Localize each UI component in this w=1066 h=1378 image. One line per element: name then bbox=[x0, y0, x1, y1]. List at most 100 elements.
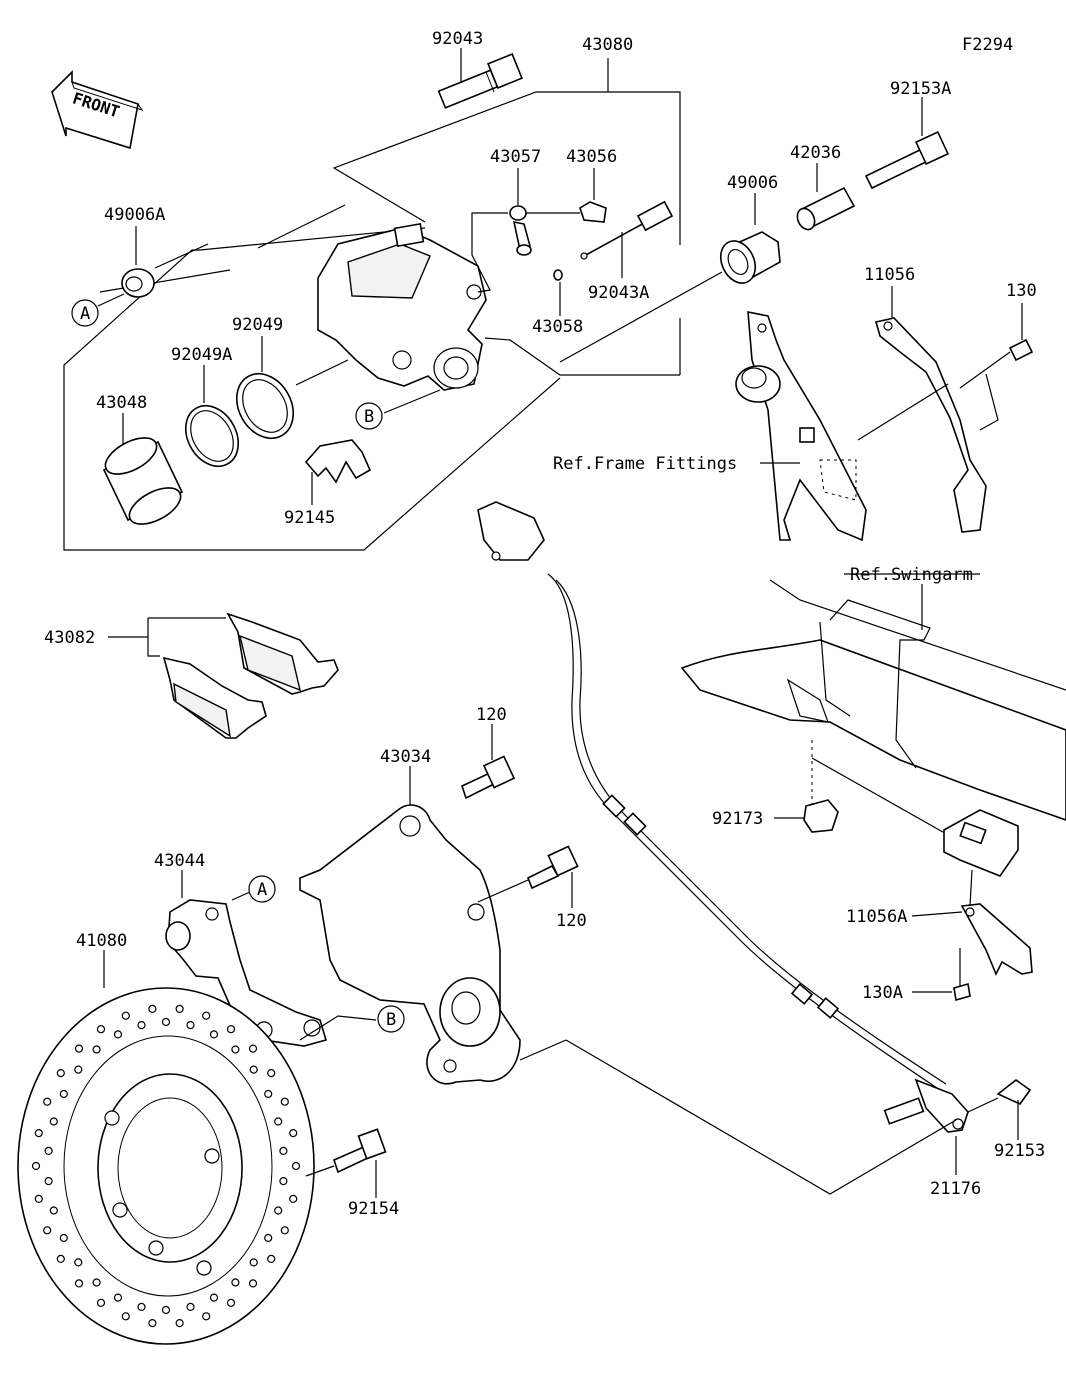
label-92043: 92043 bbox=[432, 29, 483, 49]
part-49006-boot bbox=[719, 193, 781, 284]
label-92049a: 92049A bbox=[171, 345, 232, 365]
caliper-assembly-outline bbox=[63, 58, 681, 551]
disc-vent-hole bbox=[44, 1176, 53, 1186]
part-92153a-bolt bbox=[864, 97, 950, 190]
disc-vent-hole bbox=[44, 1146, 53, 1156]
disc-vent-hole bbox=[74, 1065, 83, 1074]
disc-vent-hole bbox=[43, 1097, 52, 1106]
label-92043a: 92043A bbox=[588, 283, 649, 303]
disc-vent-holes bbox=[31, 1004, 301, 1328]
disc-vent-hole bbox=[274, 1206, 283, 1215]
disc-vent-hole bbox=[264, 1089, 273, 1099]
label-43082: 43082 bbox=[44, 628, 95, 648]
disc-vent-hole bbox=[59, 1089, 68, 1099]
disc-vent-hole bbox=[274, 1117, 283, 1126]
label-43044: 43044 bbox=[154, 851, 205, 871]
label-92145: 92145 bbox=[284, 508, 335, 528]
label-41080: 41080 bbox=[76, 931, 127, 951]
disc-vent-hole bbox=[96, 1025, 106, 1034]
part-43034-caliper-bracket bbox=[299, 766, 567, 1085]
disc-vent-hole bbox=[248, 1044, 258, 1053]
callout-a-top: A bbox=[71, 299, 99, 327]
label-43057: 43057 bbox=[490, 147, 541, 167]
disc-vent-hole bbox=[161, 1017, 171, 1027]
disc-vent-hole bbox=[113, 1293, 123, 1302]
disc-vent-hole bbox=[289, 1194, 298, 1204]
svg-text:A: A bbox=[257, 880, 267, 900]
disc-vent-hole bbox=[249, 1065, 258, 1074]
label-43080: 43080 bbox=[582, 35, 633, 55]
disc-vent-hole bbox=[161, 1305, 171, 1315]
disc-vent-hole bbox=[231, 1278, 240, 1287]
part-11056-bracket bbox=[857, 286, 999, 533]
disc-vent-hole bbox=[49, 1117, 58, 1126]
part-130a-bolt bbox=[912, 948, 971, 1002]
part-42036-sleeve bbox=[796, 163, 856, 231]
svg-text:B: B bbox=[364, 407, 374, 427]
disc-vent-hole bbox=[175, 1004, 184, 1014]
disc-vent-hole bbox=[267, 1068, 276, 1078]
part-number-labels: 92043 43080 92153 A 43057 43056 42036 490… bbox=[44, 29, 1045, 1219]
label-92153: 92153 bbox=[994, 1141, 1045, 1161]
disc-vent-hole bbox=[121, 1011, 130, 1020]
callout-b-top: B bbox=[355, 389, 441, 430]
frame-fittings-bracket bbox=[735, 311, 867, 542]
disc-vent-hole bbox=[231, 1045, 240, 1054]
disc-vent-hole bbox=[289, 1128, 298, 1138]
label-49006a: 49006A bbox=[104, 205, 165, 225]
disc-vent-hole bbox=[291, 1161, 301, 1171]
label-120-bottom: 120 bbox=[556, 911, 587, 931]
label-11056a: 11056A bbox=[846, 907, 907, 927]
part-92049-seal bbox=[235, 336, 295, 439]
disc-vent-hole bbox=[74, 1279, 84, 1288]
disc-vent-hole bbox=[137, 1020, 146, 1030]
label-ref-frame: Ref.Frame Fittings bbox=[553, 454, 737, 474]
disc-vent-hole bbox=[280, 1226, 289, 1235]
part-43058-ring bbox=[553, 269, 563, 316]
disc-vent-hole bbox=[49, 1206, 58, 1215]
label-43034: 43034 bbox=[380, 747, 431, 767]
part-43057-bleeder-cap bbox=[471, 168, 580, 293]
disc-vent-hole bbox=[175, 1318, 184, 1328]
disc-vent-hole bbox=[56, 1068, 65, 1078]
label-43056: 43056 bbox=[566, 147, 617, 167]
disc-vent-hole bbox=[267, 1254, 276, 1264]
disc-vent-hole bbox=[56, 1254, 65, 1264]
disc-vent-hole bbox=[209, 1293, 219, 1302]
disc-vent-hole bbox=[226, 1298, 236, 1307]
label-92154: 92154 bbox=[348, 1199, 399, 1219]
part-11056a-bracket bbox=[911, 809, 1033, 976]
label-92173: 92173 bbox=[712, 809, 763, 829]
label-11056: 11056 bbox=[864, 265, 915, 285]
callout-a-bottom: A bbox=[248, 875, 276, 903]
part-92145-pad-spring bbox=[304, 439, 372, 505]
disc-vent-hole bbox=[34, 1128, 43, 1138]
part-43082-brake-pads bbox=[108, 612, 339, 739]
disc-vent-hole bbox=[148, 1318, 157, 1328]
disc-vent-hole bbox=[202, 1011, 211, 1020]
disc-vent-hole bbox=[209, 1030, 219, 1039]
swingarm-outline bbox=[680, 573, 1066, 837]
part-92153-bolt bbox=[967, 1079, 1032, 1140]
label-130a: 130A bbox=[862, 983, 903, 1003]
label-130: 130 bbox=[1006, 281, 1037, 301]
part-92154-bolt bbox=[305, 1128, 387, 1198]
disc-vent-hole bbox=[31, 1161, 41, 1171]
disc-vent-hole bbox=[186, 1302, 195, 1312]
disc-vent-hole bbox=[202, 1312, 211, 1321]
front-arrow-icon: FRONT bbox=[51, 70, 144, 150]
disc-vent-hole bbox=[148, 1004, 157, 1014]
leader-bracket-to-sensor bbox=[565, 1039, 957, 1195]
part-130-bolt bbox=[959, 303, 1034, 389]
label-42036: 42036 bbox=[790, 143, 841, 163]
disc-vent-hole bbox=[74, 1258, 83, 1267]
part-92043a-pin bbox=[580, 200, 674, 278]
figure-code: F2294 bbox=[962, 35, 1013, 55]
disc-vent-hole bbox=[96, 1298, 106, 1307]
callout-b-bottom: B bbox=[299, 1005, 405, 1041]
part-120-bolt-bottom bbox=[477, 845, 579, 908]
part-43056-bleeder-valve bbox=[579, 168, 607, 223]
disc-vent-hole bbox=[279, 1176, 288, 1186]
part-92049a-seal bbox=[184, 365, 240, 467]
